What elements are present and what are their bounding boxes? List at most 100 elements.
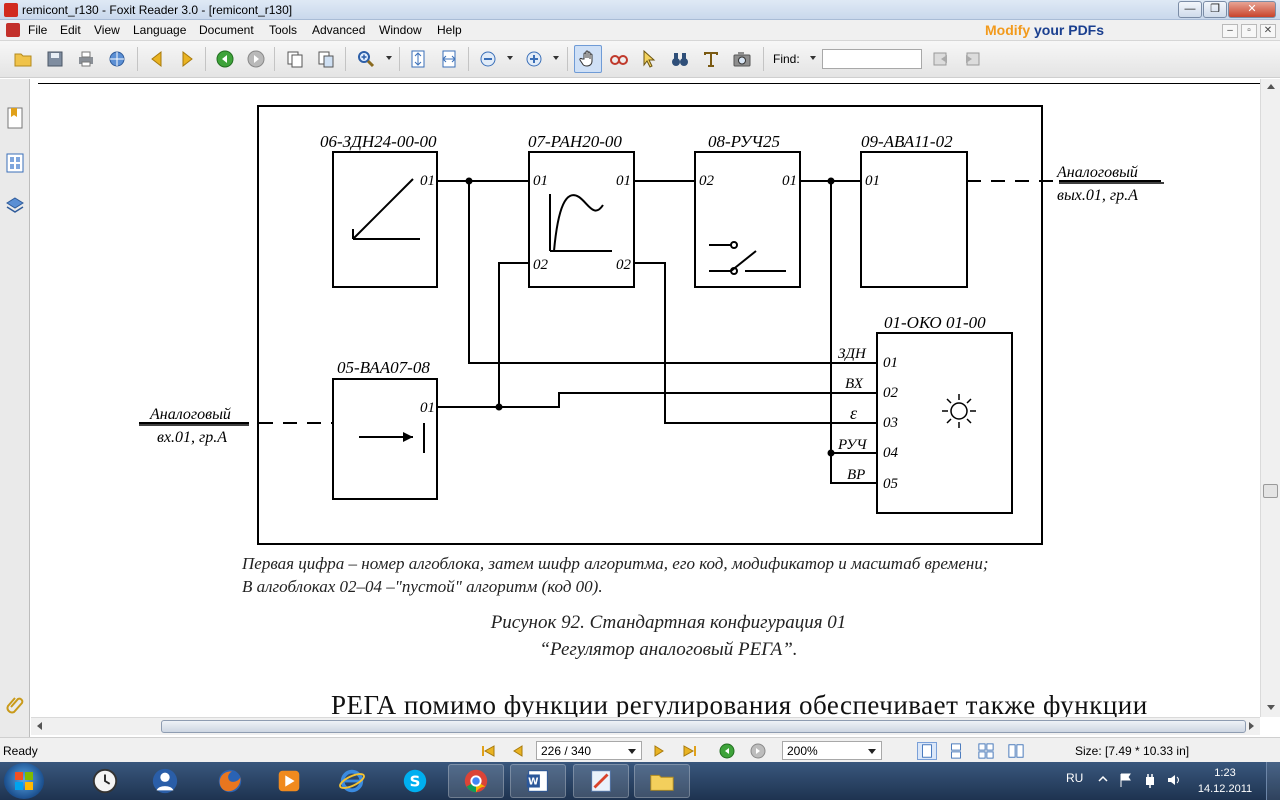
menu-file[interactable]: File <box>28 23 48 37</box>
action-center-flag-icon[interactable] <box>1118 772 1134 788</box>
attachment-paperclip-icon[interactable] <box>5 693 25 715</box>
diagram-note-line-1: Первая цифра – номер алгоблока, затем ши… <box>242 554 989 573</box>
first-page-icon[interactable] <box>480 743 496 759</box>
facing-view-button[interactable] <box>976 742 996 760</box>
page-number-field[interactable]: 226 / 340 <box>536 741 642 760</box>
bookmarks-icon[interactable] <box>5 107 25 129</box>
find-input[interactable] <box>822 49 922 69</box>
document-icon[interactable] <box>6 23 20 37</box>
menu-tools[interactable]: Tools <box>269 23 298 37</box>
last-page-icon[interactable] <box>682 743 698 759</box>
port-07-out2: 02 <box>616 257 632 273</box>
windows-logo-icon <box>15 772 33 790</box>
taskbar-chrome[interactable] <box>448 764 504 798</box>
go-back-button[interactable] <box>214 48 236 70</box>
scroll-down-arrow[interactable] <box>1267 705 1275 710</box>
taskbar-firefox[interactable] <box>202 764 258 798</box>
vertical-scroll-thumb[interactable] <box>1263 484 1278 498</box>
doc-restore-button[interactable]: ▫ <box>1241 24 1257 38</box>
page-thumbnails-icon[interactable] <box>5 152 25 174</box>
zoom-out-button[interactable] <box>477 48 499 70</box>
snapshot-button[interactable] <box>731 48 753 70</box>
select-tool-button[interactable] <box>638 48 660 70</box>
close-button[interactable]: ✕ <box>1228 1 1276 18</box>
status-back-icon[interactable] <box>719 743 735 759</box>
open-button[interactable] <box>12 48 34 70</box>
vertical-scrollbar[interactable] <box>1260 79 1280 717</box>
previous-view-button[interactable] <box>146 48 168 70</box>
typewriter-button[interactable] <box>700 48 722 70</box>
menu-edit[interactable]: Edit <box>60 23 81 37</box>
modify-pdfs-banner[interactable]: Modify your PDFs <box>985 22 1105 38</box>
next-view-button[interactable] <box>176 48 198 70</box>
menu-window[interactable]: Window <box>379 23 422 37</box>
menu-advanced[interactable]: Advanced <box>312 23 366 37</box>
scroll-up-arrow[interactable] <box>1267 84 1275 89</box>
menu-document[interactable]: Document <box>199 23 254 37</box>
zoom-tool-dropdown-arrow[interactable] <box>386 56 392 60</box>
email-button[interactable] <box>106 48 128 70</box>
start-button[interactable] <box>4 763 44 799</box>
doc-minimize-button[interactable]: – <box>1222 24 1238 38</box>
input-language-indicator[interactable]: RU <box>1066 771 1084 785</box>
save-button[interactable] <box>44 48 66 70</box>
find-previous-button[interactable] <box>930 48 952 70</box>
continuous-view-button[interactable] <box>946 742 966 760</box>
zoom-in-dropdown-arrow[interactable] <box>553 56 559 60</box>
select-text-button[interactable] <box>608 48 630 70</box>
title-bar: remicont_r130 - Foxit Reader 3.0 - [remi… <box>0 0 1280 20</box>
minimize-button[interactable]: — <box>1178 1 1202 18</box>
single-page-view-button[interactable] <box>917 742 937 760</box>
document-view[interactable]: 06-ЗДН24-00-00 07-РАН20-00 08-РУЧ25 09-А… <box>31 79 1260 717</box>
continuous-facing-view-button[interactable] <box>1006 742 1026 760</box>
taskbar-internet-explorer[interactable] <box>324 764 380 798</box>
block-06-rect <box>332 151 438 288</box>
taskbar-time[interactable]: 1:23 <box>1214 767 1236 779</box>
scroll-right-arrow[interactable] <box>1249 722 1254 730</box>
copy-button[interactable] <box>284 48 306 70</box>
doc-close-button[interactable]: ✕ <box>1260 24 1276 38</box>
go-forward-button[interactable] <box>245 48 267 70</box>
scroll-left-arrow[interactable] <box>37 722 42 730</box>
layers-icon[interactable] <box>5 195 25 217</box>
menu-view[interactable]: View <box>94 23 120 37</box>
taskbar-word[interactable]: W <box>510 764 566 798</box>
zoom-out-dropdown-arrow[interactable] <box>507 56 513 60</box>
zoom-in-tool-button[interactable] <box>355 48 377 70</box>
transient-axes <box>549 194 612 252</box>
block-07-title: 07-РАН20-00 <box>528 132 622 151</box>
volume-icon[interactable] <box>1166 772 1182 788</box>
hand-tool-button[interactable] <box>574 45 602 73</box>
show-hidden-icons-arrow[interactable] <box>1098 774 1108 784</box>
zoom-dropdown-arrow[interactable] <box>868 749 876 754</box>
fit-page-button[interactable] <box>407 48 429 70</box>
zoom-level-field[interactable]: 200% <box>782 741 882 760</box>
taskbar-clock-gadget[interactable] <box>77 764 133 798</box>
find-options-dropdown-arrow[interactable] <box>810 56 816 60</box>
print-button[interactable] <box>75 48 97 70</box>
find-next-button[interactable] <box>961 48 983 70</box>
zoom-in-button[interactable] <box>523 48 545 70</box>
taskbar-explorer[interactable] <box>634 764 690 798</box>
maximize-button[interactable]: ❐ <box>1203 1 1227 18</box>
show-desktop-button[interactable] <box>1266 762 1280 800</box>
previous-page-icon[interactable] <box>510 743 526 759</box>
page-dropdown-arrow[interactable] <box>628 749 636 754</box>
horizontal-scroll-thumb[interactable] <box>161 720 1246 733</box>
taskbar-date[interactable]: 14.12.2011 <box>1197 783 1253 795</box>
taskbar-user[interactable] <box>137 764 193 798</box>
paste-button[interactable] <box>315 48 337 70</box>
continuous-page-icon <box>951 743 961 759</box>
menu-language[interactable]: Language <box>133 23 187 37</box>
power-plug-icon[interactable] <box>1142 772 1158 788</box>
status-forward-icon[interactable] <box>750 743 766 759</box>
menu-help[interactable]: Help <box>437 23 462 37</box>
taskbar-foxit-reader[interactable] <box>573 764 629 798</box>
taskbar-media-player[interactable] <box>261 764 317 798</box>
foxit-app-icon[interactable] <box>4 3 18 17</box>
next-page-icon[interactable] <box>651 743 667 759</box>
fit-width-button[interactable] <box>438 48 460 70</box>
taskbar-skype[interactable]: S <box>387 764 443 798</box>
find-button[interactable] <box>669 48 691 70</box>
horizontal-scrollbar[interactable] <box>31 717 1260 735</box>
